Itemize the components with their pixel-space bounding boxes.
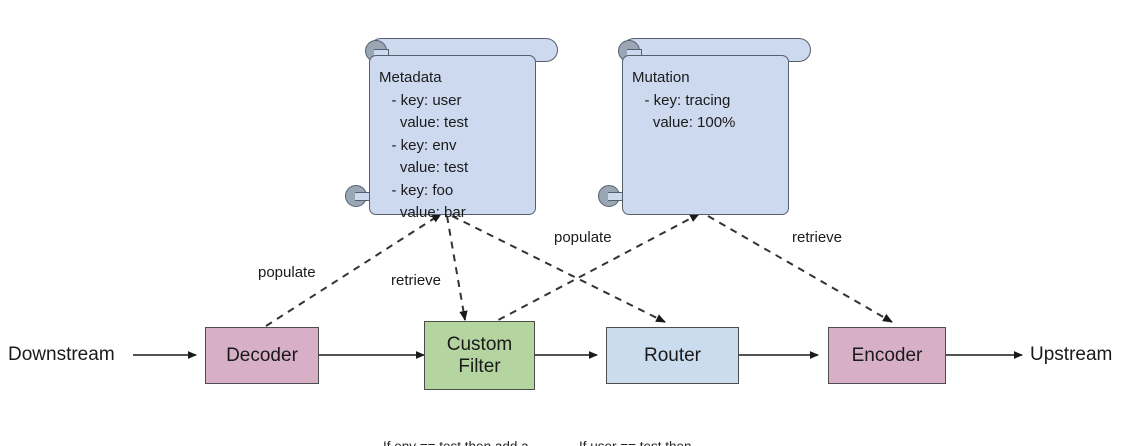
edge-filter-populate-mutation bbox=[486, 213, 700, 327]
scroll-curl-bottom-left bbox=[345, 185, 370, 207]
node-decoder[interactable]: Decoder bbox=[205, 327, 319, 384]
node-custom-filter-label-line2: Filter bbox=[458, 355, 501, 377]
scroll-mutation: Mutation - key: tracing value: 100% bbox=[598, 36, 813, 216]
edge-label-populate-mutation: populate bbox=[552, 229, 614, 246]
node-decoder-label: Decoder bbox=[226, 344, 298, 366]
caption-custom-filter-line1: If env == test then add a bbox=[383, 437, 529, 446]
edge-label-populate-metadata: populate bbox=[256, 264, 318, 281]
scroll-body bbox=[369, 55, 536, 215]
edge-metadata-retrieve-filter bbox=[446, 215, 468, 321]
caption-custom-filter: If env == test then add a header tracing… bbox=[383, 398, 529, 446]
scroll-curl-bottom-left bbox=[598, 185, 623, 207]
node-encoder[interactable]: Encoder bbox=[828, 327, 946, 384]
scroll-mutation-text: Mutation - key: tracing value: 100% bbox=[632, 69, 736, 131]
caption-router-line1: If user == test then bbox=[579, 437, 692, 446]
node-router-label: Router bbox=[643, 344, 702, 366]
scroll-metadata-text: Metadata - key: user value: test - key: … bbox=[379, 69, 469, 221]
scroll-body bbox=[622, 55, 789, 215]
label-upstream: Upstream bbox=[1030, 344, 1113, 365]
node-custom-filter[interactable]: Custom Filter bbox=[424, 321, 535, 390]
edge-label-retrieve-mutation: retrieve bbox=[790, 229, 845, 246]
edge-metadata-populate-router bbox=[451, 215, 666, 323]
edge-decoder-populate-metadata bbox=[265, 213, 442, 327]
node-custom-filter-label-line1: Custom bbox=[446, 334, 513, 356]
edge-label-retrieve-metadata: retrieve bbox=[389, 272, 444, 289]
label-downstream: Downstream bbox=[8, 344, 115, 365]
caption-router: If user == test then route to version2 bbox=[579, 398, 692, 446]
scroll-metadata: Metadata - key: user value: test - key: … bbox=[345, 36, 560, 221]
edge-mutation-retrieve-encoder bbox=[707, 215, 893, 323]
node-router[interactable]: Router bbox=[606, 327, 739, 384]
node-encoder-label: Encoder bbox=[851, 344, 923, 366]
